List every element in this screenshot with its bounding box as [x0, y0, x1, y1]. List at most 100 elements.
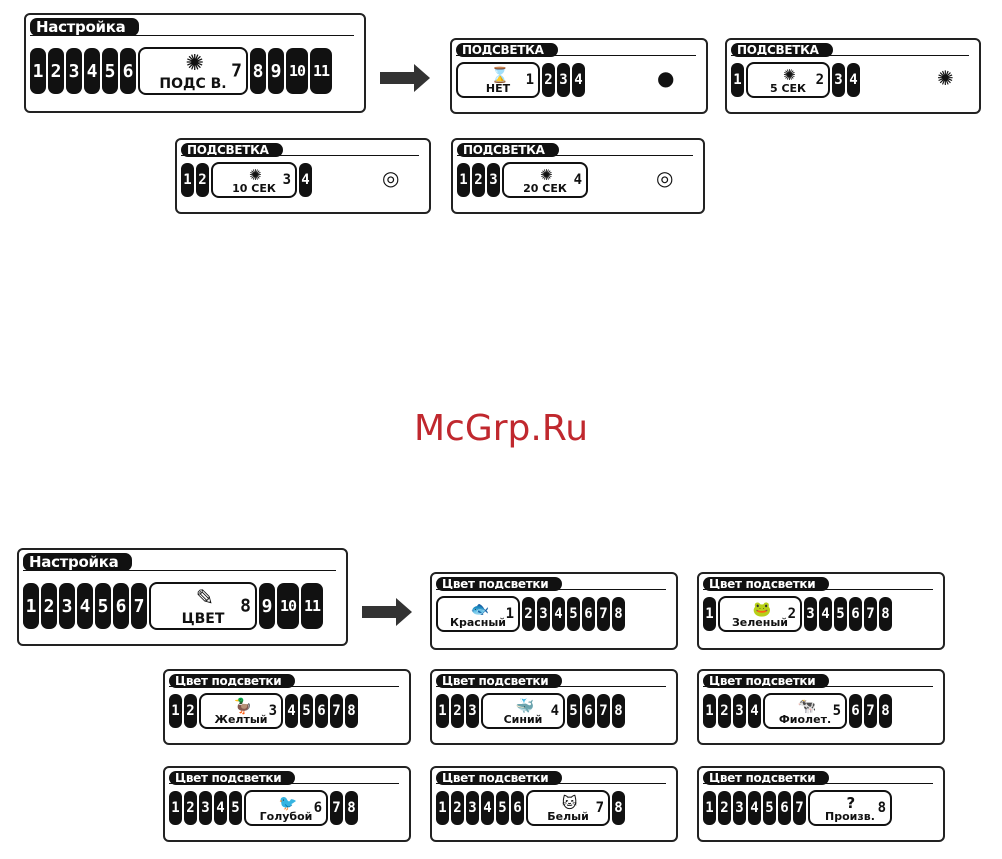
menu-item-6[interactable]: 6: [582, 597, 595, 631]
menu-item-1[interactable]: 1: [23, 583, 39, 629]
menu-item-4[interactable]: 4: [847, 63, 860, 97]
menu-item-4[interactable]: 4: [748, 791, 761, 825]
menu-item-5[interactable]: 5: [102, 48, 118, 94]
menu-item-11[interactable]: 11: [301, 583, 323, 629]
menu-item-7[interactable]: 7: [864, 597, 877, 631]
menu-item-3[interactable]: 3: [466, 694, 479, 728]
menu-item-4[interactable]: 4: [299, 163, 312, 197]
menu-item-5[interactable]: 5: [763, 791, 776, 825]
menu-item-1[interactable]: 1: [169, 694, 182, 728]
menu-item-11[interactable]: 11: [310, 48, 332, 94]
menu-item-2[interactable]: 2: [41, 583, 57, 629]
menu-item-7[interactable]: 7: [597, 597, 610, 631]
menu-item-6[interactable]: 6: [120, 48, 136, 94]
menu-item-4[interactable]: 4: [552, 597, 565, 631]
menu-item-1[interactable]: 1: [169, 791, 182, 825]
menu-item-4[interactable]: 4: [819, 597, 832, 631]
menu-item-6[interactable]: 6: [113, 583, 129, 629]
menu-item-7[interactable]: 7: [793, 791, 806, 825]
menu-item-2[interactable]: 2: [184, 694, 197, 728]
selected-item[interactable]: 🐄Фиолет.5: [763, 693, 847, 729]
menu-item-4[interactable]: 4: [748, 694, 761, 728]
menu-item-3[interactable]: 3: [199, 791, 212, 825]
menu-item-7[interactable]: 7: [864, 694, 877, 728]
menu-item-4[interactable]: 4: [77, 583, 93, 629]
menu-item-6[interactable]: 6: [849, 597, 862, 631]
menu-item-5[interactable]: 5: [567, 597, 580, 631]
menu-item-4[interactable]: 4: [481, 791, 494, 825]
menu-item-8[interactable]: 8: [345, 694, 358, 728]
menu-item-5[interactable]: 5: [300, 694, 313, 728]
menu-item-4[interactable]: 4: [572, 63, 585, 97]
menu-item-8[interactable]: 8: [250, 48, 266, 94]
menu-item-6[interactable]: 6: [778, 791, 791, 825]
menu-item-5[interactable]: 5: [834, 597, 847, 631]
menu-item-6[interactable]: 6: [582, 694, 595, 728]
menu-item-9[interactable]: 9: [259, 583, 275, 629]
selected-item[interactable]: ✺ПОДС В.7: [138, 47, 248, 95]
menu-item-7[interactable]: 7: [330, 694, 343, 728]
menu-item-6[interactable]: 6: [849, 694, 862, 728]
menu-item-5[interactable]: 5: [496, 791, 509, 825]
menu-item-5[interactable]: 5: [95, 583, 111, 629]
menu-item-7[interactable]: 7: [597, 694, 610, 728]
menu-item-1[interactable]: 1: [457, 163, 470, 197]
menu-item-8[interactable]: 8: [612, 597, 625, 631]
menu-item-8[interactable]: 8: [612, 791, 625, 825]
selected-item[interactable]: ?Произв.8: [808, 790, 892, 826]
menu-item-3[interactable]: 3: [466, 791, 479, 825]
menu-item-6[interactable]: 6: [511, 791, 524, 825]
menu-item-3[interactable]: 3: [733, 694, 746, 728]
menu-item-3[interactable]: 3: [804, 597, 817, 631]
menu-item-8[interactable]: 8: [879, 597, 892, 631]
menu-item-10[interactable]: 10: [286, 48, 308, 94]
menu-item-1[interactable]: 1: [436, 791, 449, 825]
menu-item-3[interactable]: 3: [832, 63, 845, 97]
menu-item-7[interactable]: 7: [330, 791, 343, 825]
menu-item-6[interactable]: 6: [315, 694, 328, 728]
menu-item-3[interactable]: 3: [66, 48, 82, 94]
menu-item-1[interactable]: 1: [703, 694, 716, 728]
menu-item-3[interactable]: 3: [59, 583, 75, 629]
menu-item-2[interactable]: 2: [542, 63, 555, 97]
menu-item-1[interactable]: 1: [703, 597, 716, 631]
menu-item-2[interactable]: 2: [522, 597, 535, 631]
menu-item-7[interactable]: 7: [131, 583, 147, 629]
menu-item-5[interactable]: 5: [567, 694, 580, 728]
menu-item-2[interactable]: 2: [184, 791, 197, 825]
menu-item-3[interactable]: 3: [537, 597, 550, 631]
menu-item-3[interactable]: 3: [487, 163, 500, 197]
menu-item-1[interactable]: 1: [731, 63, 744, 97]
menu-item-2[interactable]: 2: [718, 694, 731, 728]
menu-item-1[interactable]: 1: [436, 694, 449, 728]
menu-item-4[interactable]: 4: [214, 791, 227, 825]
menu-item-3[interactable]: 3: [557, 63, 570, 97]
menu-item-2[interactable]: 2: [451, 791, 464, 825]
menu-item-8[interactable]: 8: [879, 694, 892, 728]
menu-item-1[interactable]: 1: [703, 791, 716, 825]
menu-item-2[interactable]: 2: [48, 48, 64, 94]
menu-item-8[interactable]: 8: [612, 694, 625, 728]
menu-item-3[interactable]: 3: [733, 791, 746, 825]
menu-item-1[interactable]: 1: [181, 163, 194, 197]
menu-item-5[interactable]: 5: [229, 791, 242, 825]
menu-item-2[interactable]: 2: [451, 694, 464, 728]
menu-item-2[interactable]: 2: [718, 791, 731, 825]
menu-item-1[interactable]: 1: [30, 48, 46, 94]
menu-item-8[interactable]: 8: [345, 791, 358, 825]
menu-item-2[interactable]: 2: [472, 163, 485, 197]
menu-item-4[interactable]: 4: [285, 694, 298, 728]
menu-item-4[interactable]: 4: [84, 48, 100, 94]
menu-item-2[interactable]: 2: [196, 163, 209, 197]
